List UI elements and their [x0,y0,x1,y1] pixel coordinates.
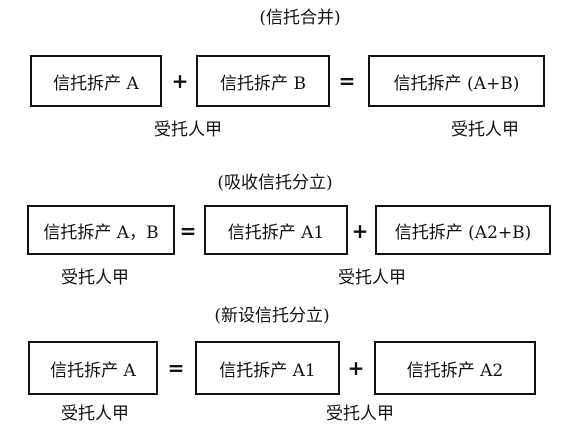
trustee-label: 受托人甲 [326,404,394,424]
box-label: 信托拆产 A，B [43,222,159,243]
trust-property-box-ab: 信托拆产 A，B [27,205,175,255]
trustee-label: 受托人甲 [451,120,519,140]
trust-property-box-ab: 信托拆产 (A+B) [368,55,545,107]
box-label: 信托拆产 A2 [406,360,504,381]
box-label: 信托拆产 A [50,360,136,381]
trust-property-box-a2b: 信托拆产 (A2+B) [375,205,551,255]
box-label: 信托拆产 (A+B) [393,73,520,94]
box-label: 信托拆产 A1 [227,222,325,243]
section-title: (新设信托分立) [214,306,330,326]
trust-property-box-a1: 信托拆产 A1 [195,341,340,395]
trust-property-box-a1: 信托拆产 A1 [204,205,348,255]
section-title: (信托合并) [259,8,341,28]
box-label: 信托拆产 A1 [219,360,316,381]
plus-operator: + [347,356,365,380]
equals-operator: = [338,69,356,93]
box-label: 信托拆产 B [220,73,306,94]
equals-operator: = [179,219,197,243]
plus-operator: + [351,219,369,243]
box-label: 信托拆产 (A2+B) [394,222,532,243]
trust-property-box-a: 信托拆产 A [30,55,162,107]
trustee-label: 受托人甲 [61,404,129,424]
plus-operator: + [171,69,189,93]
section-title: (吸收信托分立) [217,173,333,193]
equals-operator: = [167,356,185,380]
trust-property-box-b: 信托拆产 B [196,55,330,107]
box-label: 信托拆产 A [53,73,139,94]
trustee-label: 受托人甲 [61,268,129,288]
trust-property-box-a2: 信托拆产 A2 [374,341,536,395]
trustee-label: 受托人甲 [154,120,222,140]
trust-property-box-a: 信托拆产 A [28,341,158,395]
trustee-label: 受托人甲 [338,268,406,288]
